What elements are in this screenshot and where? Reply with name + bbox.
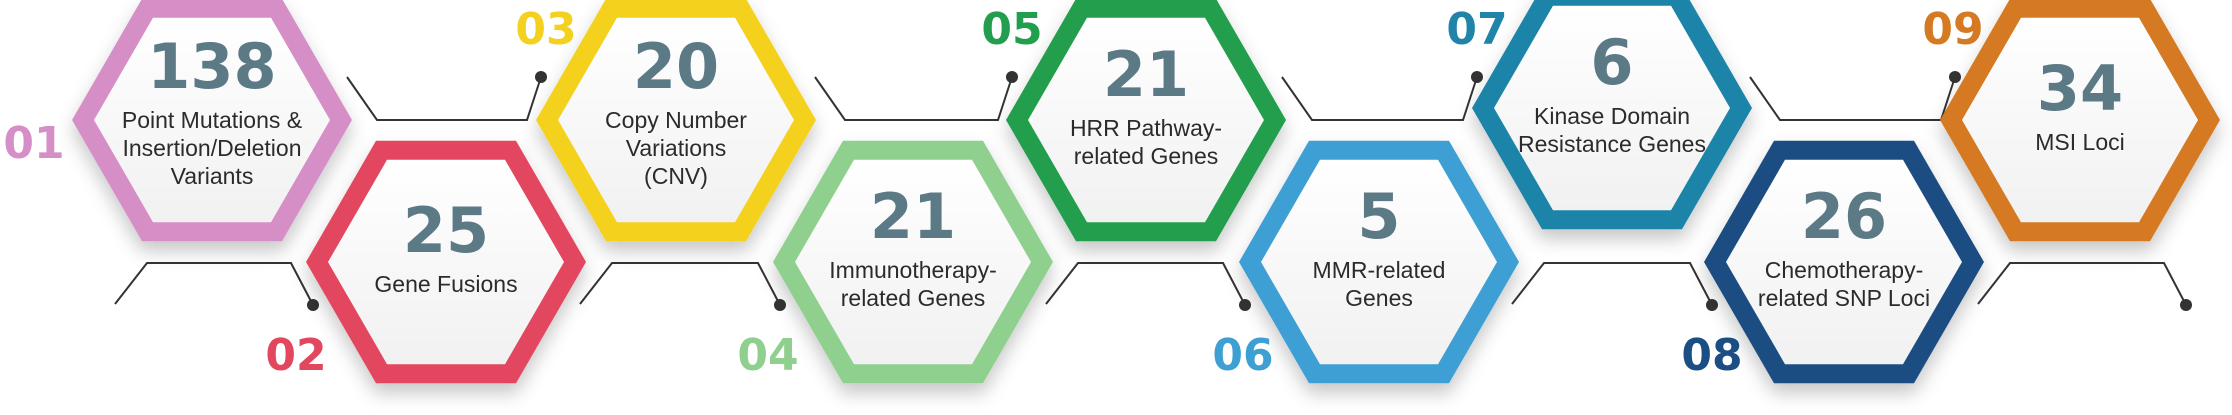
- value-label-line: Resistance Genes: [1518, 131, 1706, 157]
- value-label-line: Genes: [1345, 285, 1413, 311]
- value-label-line: related Genes: [1074, 143, 1218, 169]
- index-number: 04: [737, 330, 798, 381]
- value-label-line: MSI Loci: [2035, 129, 2124, 155]
- connector-lines: [114, 71, 2192, 311]
- hexagon-inner: [1726, 159, 1962, 365]
- index-number: 02: [265, 330, 326, 381]
- hexagon-inner: [1261, 159, 1497, 365]
- value-label-line: related Genes: [841, 285, 985, 311]
- value-number: 21: [1103, 38, 1189, 111]
- value-label-line: Point Mutations &: [122, 107, 302, 133]
- hexagon-inner: [1028, 17, 1264, 223]
- connector-line: [1977, 262, 2187, 306]
- connector-dot: [1471, 71, 1483, 83]
- index-number: 07: [1446, 4, 1507, 55]
- connector-line: [1511, 262, 1713, 306]
- value-label-line: Kinase Domain: [1534, 103, 1690, 129]
- value-label-line: Immunotherapy-: [829, 257, 996, 283]
- hexagon-inner: [1494, 5, 1730, 211]
- connector-line: [114, 262, 314, 306]
- index-number: 03: [515, 4, 576, 55]
- connector-line: [346, 76, 542, 121]
- value-label-line: MMR-related: [1313, 257, 1446, 283]
- hexagon-inner: [1962, 17, 2198, 223]
- connector-dot: [774, 299, 786, 311]
- index-number: 05: [981, 4, 1042, 55]
- value-number: 5: [1357, 180, 1400, 253]
- value-label-line: Variations: [626, 135, 727, 161]
- connector-line: [579, 262, 781, 306]
- index-number: 06: [1212, 330, 1273, 381]
- connector-line: [1749, 76, 1956, 121]
- connector-dot: [535, 71, 547, 83]
- connector-dot: [1706, 299, 1718, 311]
- connector-dot: [1949, 71, 1961, 83]
- hexagon-inner: [328, 159, 564, 365]
- index-number: 09: [1922, 4, 1983, 55]
- index-number: 08: [1681, 330, 1742, 381]
- hexagon-inner: [94, 17, 330, 223]
- value-label-line: Gene Fusions: [374, 271, 517, 297]
- connector-line: [1045, 262, 1246, 306]
- value-number: 138: [147, 30, 276, 103]
- value-label-line: HRR Pathway-: [1070, 115, 1222, 141]
- connector-line: [1281, 76, 1478, 121]
- hexagon-inner: [558, 17, 794, 223]
- value-label-line: related SNP Loci: [1758, 285, 1930, 311]
- value-number: 26: [1801, 180, 1887, 253]
- connector-dot: [1239, 299, 1251, 311]
- connector-dot: [2180, 299, 2192, 311]
- value-number: 6: [1590, 26, 1633, 99]
- connector-dot: [307, 299, 319, 311]
- value-label-line: Insertion/Deletion: [123, 135, 302, 161]
- value-number: 34: [2037, 52, 2123, 125]
- value-number: 20: [633, 30, 719, 103]
- index-number: 01: [3, 118, 64, 169]
- value-label-line: Chemotherapy-: [1765, 257, 1924, 283]
- value-number: 21: [870, 180, 956, 253]
- value-number: 25: [403, 194, 489, 267]
- value-label-line: (CNV): [644, 163, 708, 189]
- connector-dot: [1006, 71, 1018, 83]
- value-label-line: Variants: [171, 163, 254, 189]
- hexagon-inner: [795, 159, 1031, 365]
- connector-line: [814, 76, 1013, 121]
- value-label-line: Copy Number: [605, 107, 747, 133]
